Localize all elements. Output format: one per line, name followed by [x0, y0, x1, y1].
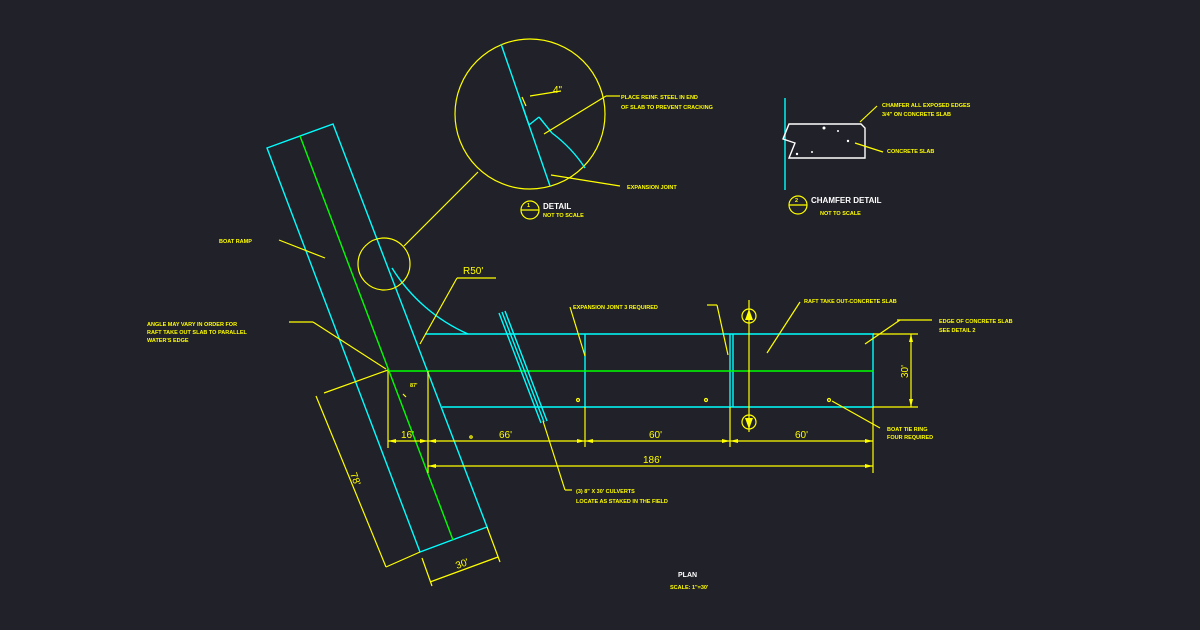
detail-2 — [782, 98, 884, 215]
dim-78: 78' — [347, 471, 362, 487]
detail1-title: DETAIL — [543, 202, 571, 211]
detail1-dim: 4" — [553, 85, 563, 96]
dim-30-ramp: 30' — [454, 557, 470, 572]
label-edge-1: EDGE OF CONCRETE SLAB — [939, 319, 1013, 325]
detail2-title: CHAMFER DETAIL — [811, 196, 882, 205]
label-raft-slab: RAFT TAKE OUT-CONCRETE SLAB — [804, 299, 897, 305]
boat-ramp — [266, 123, 488, 553]
radius-curve — [391, 267, 469, 335]
label-angle-1: ANGLE MAY VARY IN ORDER FOR — [147, 322, 237, 328]
detail1-note2: OF SLAB TO PREVENT CRACKING — [621, 105, 713, 111]
section-marks — [741, 300, 757, 432]
detail2-note1: CHAMFER ALL EXPOSED EDGES — [882, 103, 971, 109]
label-radius: R50' — [463, 266, 483, 277]
label-edge-2: SEE DETAIL 2 — [939, 328, 975, 334]
label-expansion-joint: EXPANSION JOINT 3 REQUIRED — [573, 305, 658, 311]
label-tie-2: FOUR REQUIRED — [887, 435, 933, 441]
dim-186: 186' — [643, 455, 662, 466]
leaders — [278, 239, 932, 491]
dim-60-b: 60' — [795, 430, 808, 441]
detail1-joint: EXPANSION JOINT — [627, 185, 677, 191]
culverts — [498, 310, 548, 424]
label-angle-2: RAFT TAKE OUT SLAB TO PARALLEL — [147, 330, 248, 336]
dim-30-vertical: 30' — [900, 365, 911, 378]
raft-slab — [388, 267, 874, 439]
label-culverts-2: LOCATE AS STAKED IN THE FIELD — [576, 499, 668, 505]
detail-1 — [357, 38, 621, 291]
ramp-centerline — [299, 135, 454, 541]
dim-16: 16' — [401, 430, 414, 441]
detail2-number: 2 — [795, 198, 798, 204]
detail2-scale: NOT TO SCALE — [820, 211, 861, 217]
detail1-scale: NOT TO SCALE — [543, 213, 584, 219]
dimensions — [315, 333, 918, 587]
label-plan: PLAN — [678, 572, 697, 579]
tie-ring-3 — [826, 397, 832, 403]
detail1-number: 1 — [527, 203, 530, 209]
dim-60-a: 60' — [649, 430, 662, 441]
label-tie-1: BOAT TIE RING — [887, 427, 928, 433]
tie-ring-4 — [469, 435, 473, 439]
label-boat-ramp: BOAT RAMP — [219, 239, 252, 245]
tie-ring-2 — [703, 397, 709, 403]
label-angle-value: 87' — [410, 383, 418, 389]
label-plan-scale: SCALE: 1"=30' — [670, 585, 709, 591]
detail2-note2: 3/4" ON CONCRETE SLAB — [882, 112, 951, 118]
detail1-note1: PLACE REINF. STEEL IN END — [621, 95, 698, 101]
dim-66: 66' — [499, 430, 512, 441]
detail2-note3: CONCRETE SLAB — [887, 149, 934, 155]
tie-ring-1 — [575, 397, 581, 403]
label-culverts-1: (3) 8" X 30' CULVERTS — [576, 489, 635, 495]
label-angle-3: WATER'S EDGE — [147, 338, 189, 344]
